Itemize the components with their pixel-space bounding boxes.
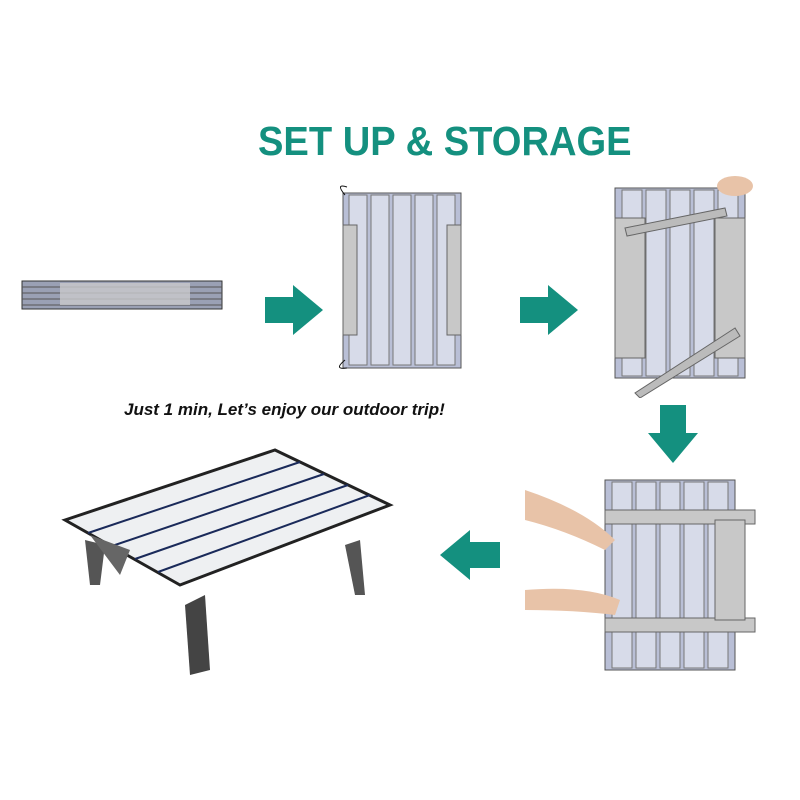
- arrow-right-icon: [520, 285, 578, 335]
- assembled-table-image: [61, 448, 394, 675]
- fold-legs-image: [525, 479, 756, 671]
- unrolled-top-image: [339, 185, 462, 369]
- page-title: SET UP & STORAGE: [258, 118, 632, 164]
- attach-legs-image: [614, 176, 753, 398]
- arrow-down-icon: [648, 405, 698, 463]
- folded-table-image: [21, 280, 223, 310]
- arrow-left-icon: [440, 530, 500, 580]
- arrow-right-icon: [265, 285, 323, 335]
- tagline: Just 1 min, Let’s enjoy our outdoor trip…: [124, 400, 445, 419]
